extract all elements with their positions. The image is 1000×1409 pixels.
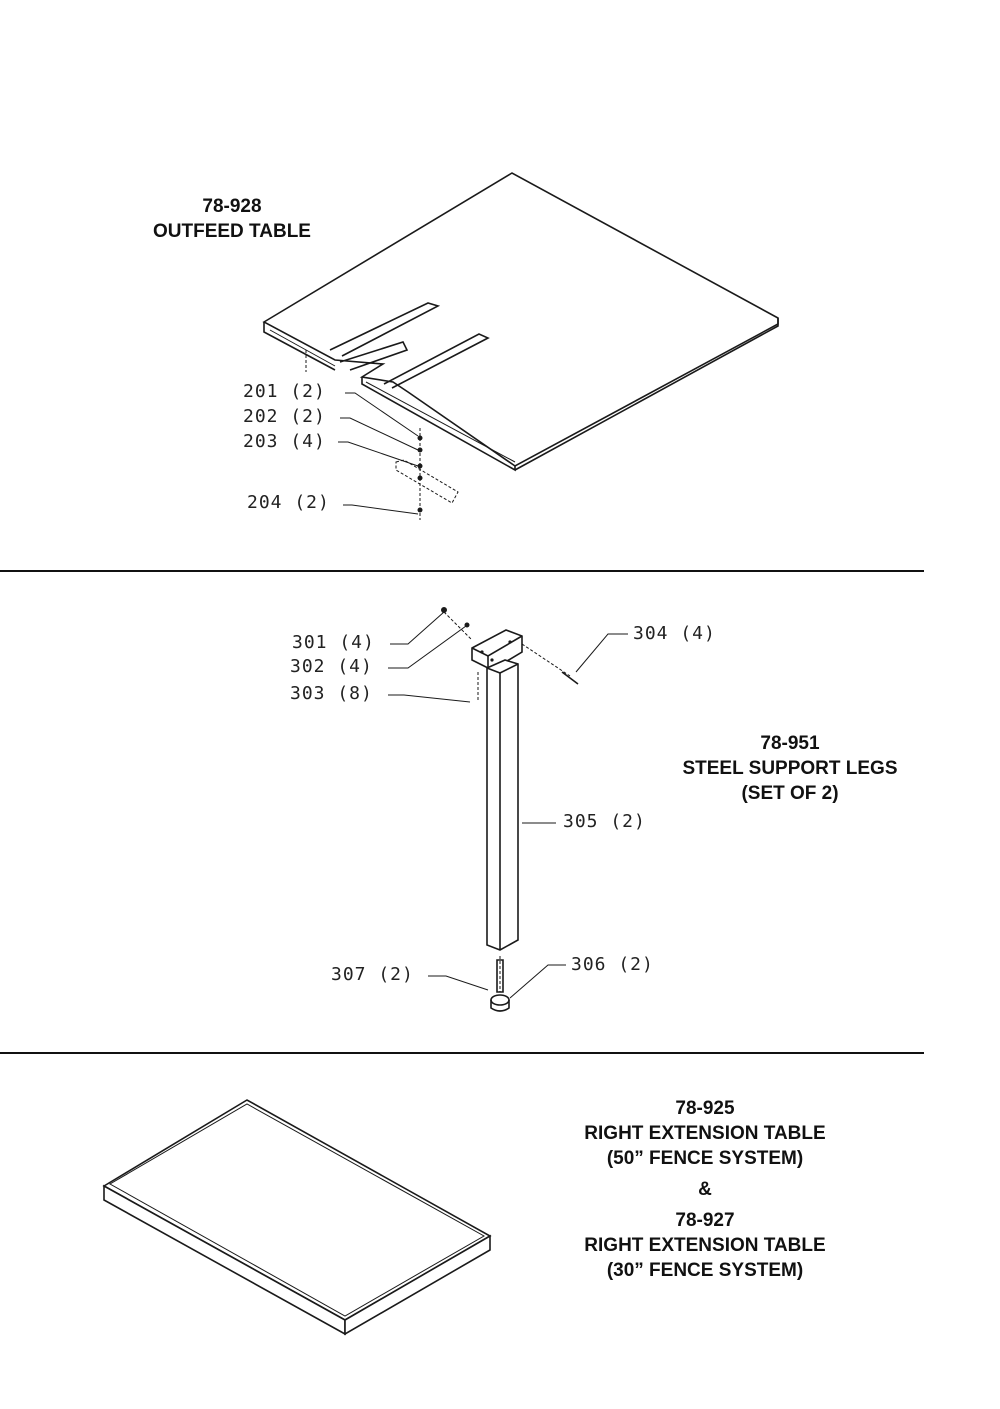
callout-203: 203 (4)	[243, 431, 326, 452]
extension-fence-a: (50” FENCE SYSTEM)	[606, 1148, 804, 1169]
extension-fence-b: (30” FENCE SYSTEM)	[606, 1260, 804, 1281]
extension-title: 78-925 RIGHT EXTENSION TABLE (50” FENCE …	[560, 1096, 850, 1283]
extension-table-drawing	[102, 1099, 492, 1336]
extension-part-b: 78-927	[675, 1210, 735, 1231]
support-leg-drawing	[388, 607, 628, 1012]
extension-part-a: 78-925	[675, 1098, 735, 1119]
outfeed-table-drawing	[262, 172, 779, 520]
callout-302: 302 (4)	[290, 656, 373, 677]
legs-name: STEEL SUPPORT LEGS	[682, 758, 898, 779]
outfeed-part-number: 78-928	[202, 196, 262, 217]
callout-201: 201 (2)	[243, 381, 326, 402]
outfeed-name: OUTFEED TABLE	[153, 221, 311, 242]
legs-title: 78-951 STEEL SUPPORT LEGS (SET OF 2)	[660, 731, 920, 806]
legs-part-number: 78-951	[760, 733, 820, 754]
callout-304: 304 (4)	[633, 623, 716, 644]
callout-301: 301 (4)	[292, 632, 375, 653]
callout-204: 204 (2)	[247, 492, 330, 513]
callout-307: 307 (2)	[331, 964, 414, 985]
extension-name-a: RIGHT EXTENSION TABLE	[584, 1123, 826, 1144]
callout-305: 305 (2)	[563, 811, 646, 832]
outfeed-title: 78-928 OUTFEED TABLE	[142, 194, 322, 244]
extension-name-b: RIGHT EXTENSION TABLE	[584, 1235, 826, 1256]
extension-joiner: &	[698, 1179, 712, 1200]
callout-202: 202 (2)	[243, 406, 326, 427]
legs-qty: (SET OF 2)	[741, 783, 839, 804]
callout-303: 303 (8)	[290, 683, 373, 704]
callout-306: 306 (2)	[571, 954, 654, 975]
